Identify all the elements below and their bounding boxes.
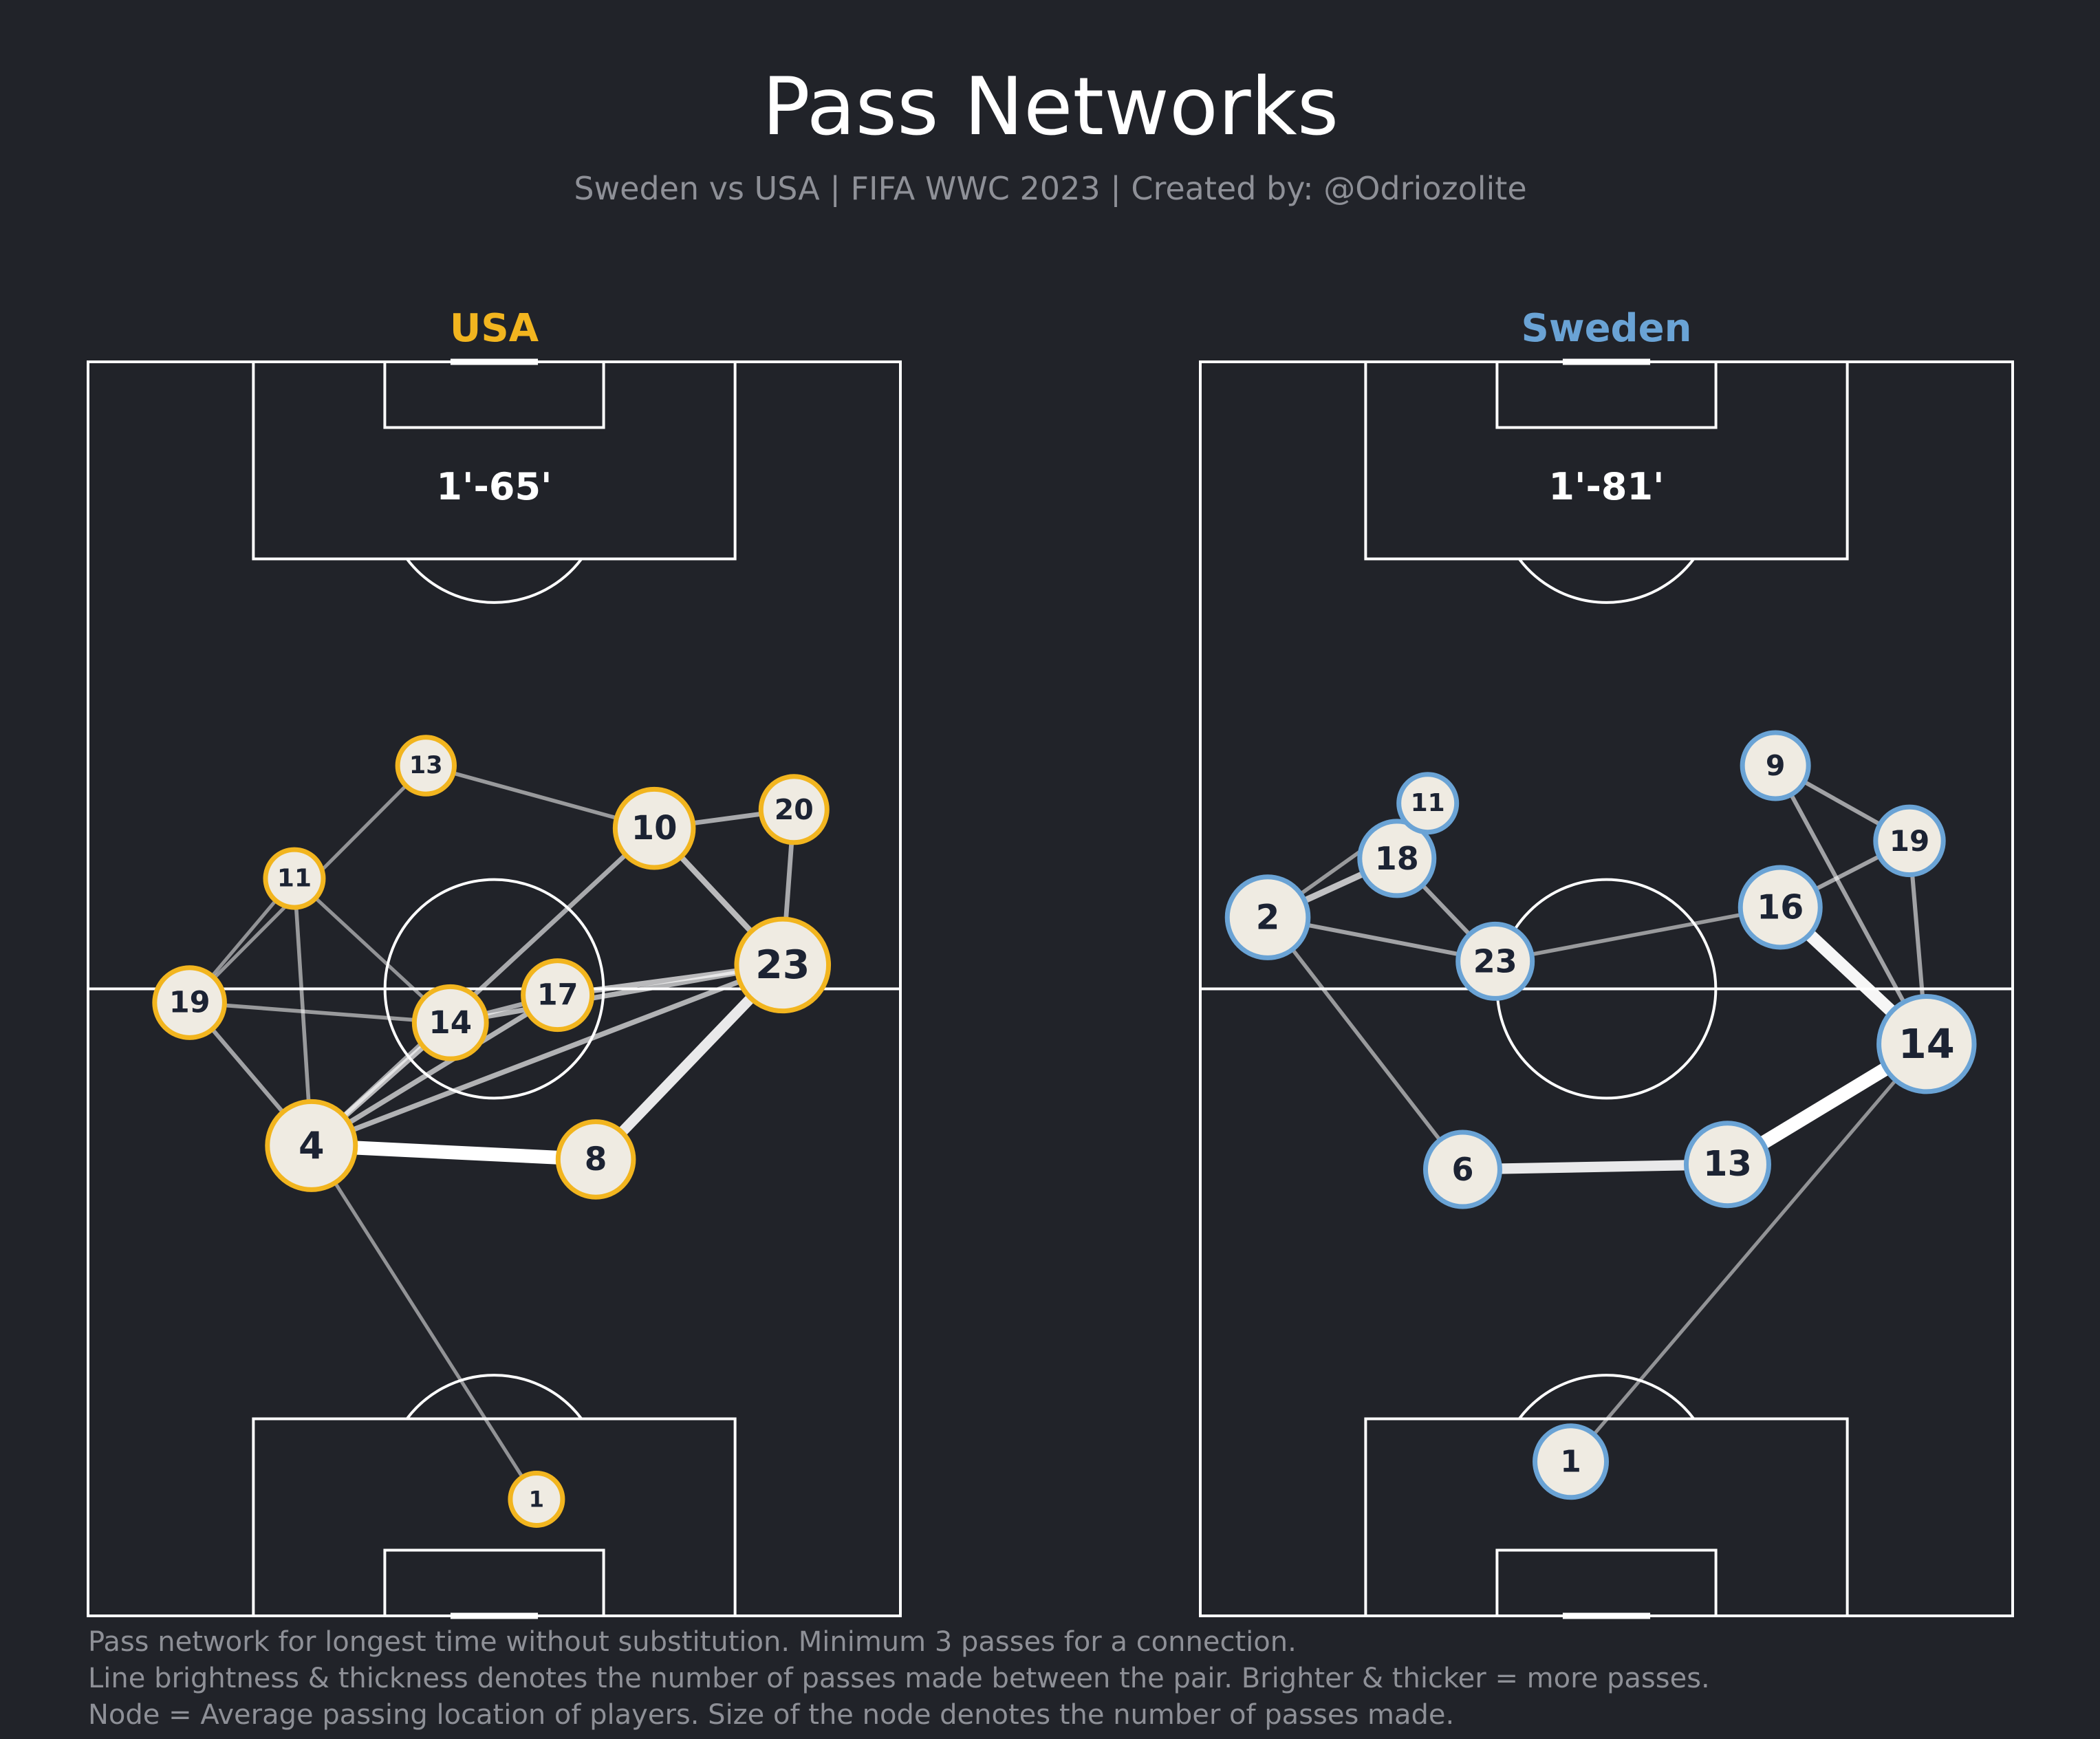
- sweden-top-penalty-arc: [1517, 558, 1696, 604]
- player-number-label-sweden-6: 6: [1451, 1151, 1473, 1188]
- pass-edge-sweden-23-16: [1495, 905, 1781, 964]
- player-number-label-usa-17: 17: [537, 978, 578, 1013]
- player-node-usa-17: [521, 958, 595, 1033]
- player-node-sweden-2: [1224, 874, 1311, 960]
- player-number-label-sweden-11: 11: [1411, 789, 1445, 817]
- player-number-label-sweden-16: 16: [1757, 888, 1804, 927]
- player-number-label-usa-8: 8: [585, 1141, 607, 1178]
- player-node-usa-11: [263, 847, 326, 910]
- player-node-sweden-23: [1455, 921, 1535, 1001]
- player-node-usa-4: [265, 1099, 358, 1192]
- sweden-bottom-six-yard-box: [1495, 1548, 1718, 1617]
- pass-edge-usa-4-8: [311, 1138, 596, 1167]
- pass-edge-usa-14-23: [450, 962, 783, 1026]
- pass-edge-sweden-2-6: [1266, 916, 1464, 1171]
- player-number-label-usa-14: 14: [429, 1004, 472, 1041]
- player-number-label-usa-11: 11: [277, 865, 312, 893]
- player-node-usa-19: [152, 965, 227, 1040]
- usa-bottom-six-yard-box: [383, 1548, 605, 1617]
- usa-top-penalty-box: [252, 360, 737, 561]
- player-number-label-usa-10: 10: [631, 809, 678, 847]
- pass-edge-sweden-1-14: [1569, 1043, 1928, 1463]
- pass-edge-usa-4-23: [310, 962, 784, 1148]
- player-node-sweden-1: [1533, 1423, 1610, 1500]
- usa-bottom-penalty-box: [252, 1417, 737, 1617]
- pass-edge-usa-4-17: [310, 993, 559, 1148]
- player-number-label-usa-4: 4: [299, 1124, 325, 1167]
- player-number-label-sweden-1: 1: [1560, 1444, 1581, 1479]
- pass-edge-usa-4-10: [310, 826, 656, 1147]
- player-number-label-usa-1: 1: [529, 1486, 544, 1512]
- player-node-sweden-6: [1422, 1130, 1502, 1209]
- footnote-line-1: Pass network for longest time without su…: [88, 1626, 1297, 1658]
- player-number-label-sweden-13: 13: [1703, 1144, 1752, 1185]
- player-number-label-usa-19: 19: [169, 986, 210, 1020]
- player-node-usa-13: [395, 735, 457, 797]
- usa-top-penalty-arc: [405, 558, 583, 604]
- figure-title: Pass Networks: [762, 61, 1339, 153]
- pass-edge-sweden-6-13: [1462, 1159, 1728, 1175]
- footnote-line-3: Node = Average passing location of playe…: [88, 1699, 1454, 1731]
- player-node-usa-14: [411, 984, 489, 1061]
- player-number-label-usa-20: 20: [775, 793, 814, 826]
- player-number-label-sweden-19: 19: [1890, 824, 1929, 858]
- player-node-sweden-16: [1738, 865, 1823, 950]
- player-node-usa-8: [555, 1119, 636, 1200]
- usa-top-six-yard-box: [383, 360, 605, 429]
- sweden-team-label: Sweden: [1522, 306, 1692, 351]
- player-number-label-sweden-18: 18: [1375, 840, 1419, 877]
- player-node-usa-20: [758, 774, 830, 845]
- sweden-top-six-yard-box: [1495, 360, 1718, 429]
- figure-subtitle: Sweden vs USA | FIFA WWC 2023 | Created …: [574, 170, 1526, 208]
- player-number-label-sweden-9: 9: [1766, 749, 1786, 782]
- player-number-label-usa-13: 13: [409, 752, 443, 779]
- player-node-usa-23: [734, 916, 832, 1014]
- player-node-sweden-9: [1740, 730, 1811, 801]
- pass-edge-usa-19-14: [189, 1000, 451, 1025]
- usa-period-label: 1'-65': [436, 465, 552, 508]
- player-number-label-sweden-23: 23: [1473, 942, 1517, 980]
- player-node-sweden-18: [1357, 819, 1437, 898]
- player-node-sweden-19: [1873, 804, 1946, 878]
- usa-team-label: USA: [450, 306, 539, 351]
- player-number-label-sweden-14: 14: [1898, 1020, 1955, 1068]
- player-number-label-usa-23: 23: [755, 942, 810, 988]
- footnote-line-2: Line brightness & thickness denotes the …: [88, 1663, 1710, 1694]
- sweden-period-label: 1'-81': [1548, 465, 1664, 508]
- player-node-sweden-13: [1683, 1121, 1771, 1209]
- player-node-sweden-14: [1876, 994, 1977, 1094]
- sweden-bottom-penalty-arc: [1517, 1374, 1696, 1420]
- pass-edge-sweden-9-14: [1773, 764, 1929, 1046]
- sweden-top-penalty-box: [1364, 360, 1849, 561]
- pass-edge-usa-4-1: [310, 1145, 539, 1500]
- usa-bottom-penalty-arc: [405, 1374, 583, 1420]
- player-node-sweden-11: [1396, 772, 1460, 835]
- player-node-usa-10: [612, 786, 696, 870]
- player-node-usa-1: [508, 1470, 565, 1528]
- player-number-label-sweden-2: 2: [1256, 898, 1280, 938]
